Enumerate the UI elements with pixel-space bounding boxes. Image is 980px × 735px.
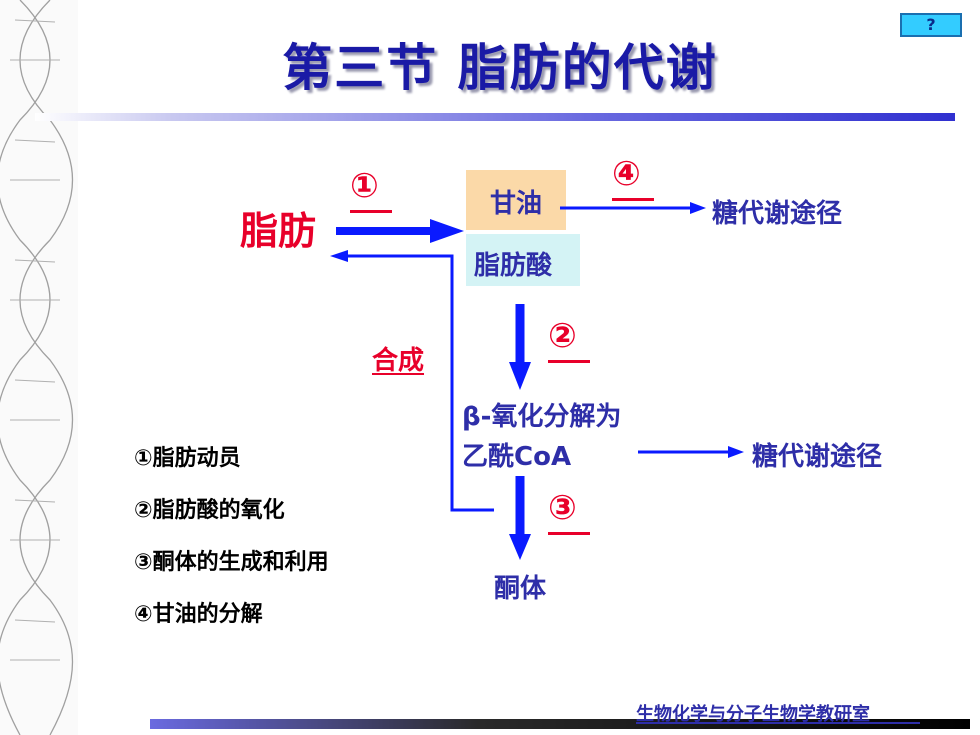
step3-underline	[548, 532, 590, 535]
synthesis-arrow-head	[330, 250, 348, 262]
footer-department: 生物化学与分子生物学教研室	[636, 704, 870, 725]
page-title: 第三节 脂肪的代谢	[282, 39, 718, 97]
beta-oxidation-label: β-氧化分解为	[462, 402, 622, 432]
legend-item: ②脂肪酸的氧化	[134, 498, 285, 523]
step2-marker: ②	[548, 316, 577, 356]
legend-item: ④甘油的分解	[134, 602, 263, 627]
ketone-arrow-head	[509, 534, 531, 560]
sugar-pathway-label-2: 糖代谢途径	[752, 442, 883, 472]
legend-item: ③酮体的生成和利用	[134, 550, 329, 575]
glycerol-label: 甘油	[490, 189, 543, 219]
synthesis-label: 合成	[372, 346, 425, 376]
help-button[interactable]: ?	[900, 13, 962, 37]
legend-item: ①脂肪动员	[134, 446, 241, 471]
fat-label: 脂肪	[240, 209, 317, 253]
step2-underline	[548, 360, 590, 363]
step1-marker: ①	[350, 166, 379, 206]
synthesis-arrow	[344, 254, 494, 512]
step1-underline	[350, 210, 392, 213]
step3-marker: ③	[548, 488, 577, 528]
dna-decoration	[0, 0, 78, 735]
oxidation-arrow-head	[509, 362, 531, 390]
acetyl-coa-label: 乙酰CoA	[462, 442, 572, 472]
ketone-label: 酮体	[494, 574, 547, 604]
glycerol-box	[466, 170, 566, 230]
fatty-acid-label: 脂肪酸	[474, 251, 553, 281]
footer-divider	[150, 719, 970, 729]
acetyl-arrow-head	[728, 446, 744, 458]
step4-marker: ④	[612, 154, 641, 194]
step4-underline	[612, 198, 654, 201]
glycerol-arrow-head	[690, 202, 706, 214]
title-divider	[35, 113, 955, 121]
sugar-pathway-label-1: 糖代谢途径	[712, 199, 843, 229]
footer-underline	[636, 722, 920, 724]
fatty-acid-box	[466, 234, 580, 286]
mobilization-arrow-head	[430, 219, 464, 243]
